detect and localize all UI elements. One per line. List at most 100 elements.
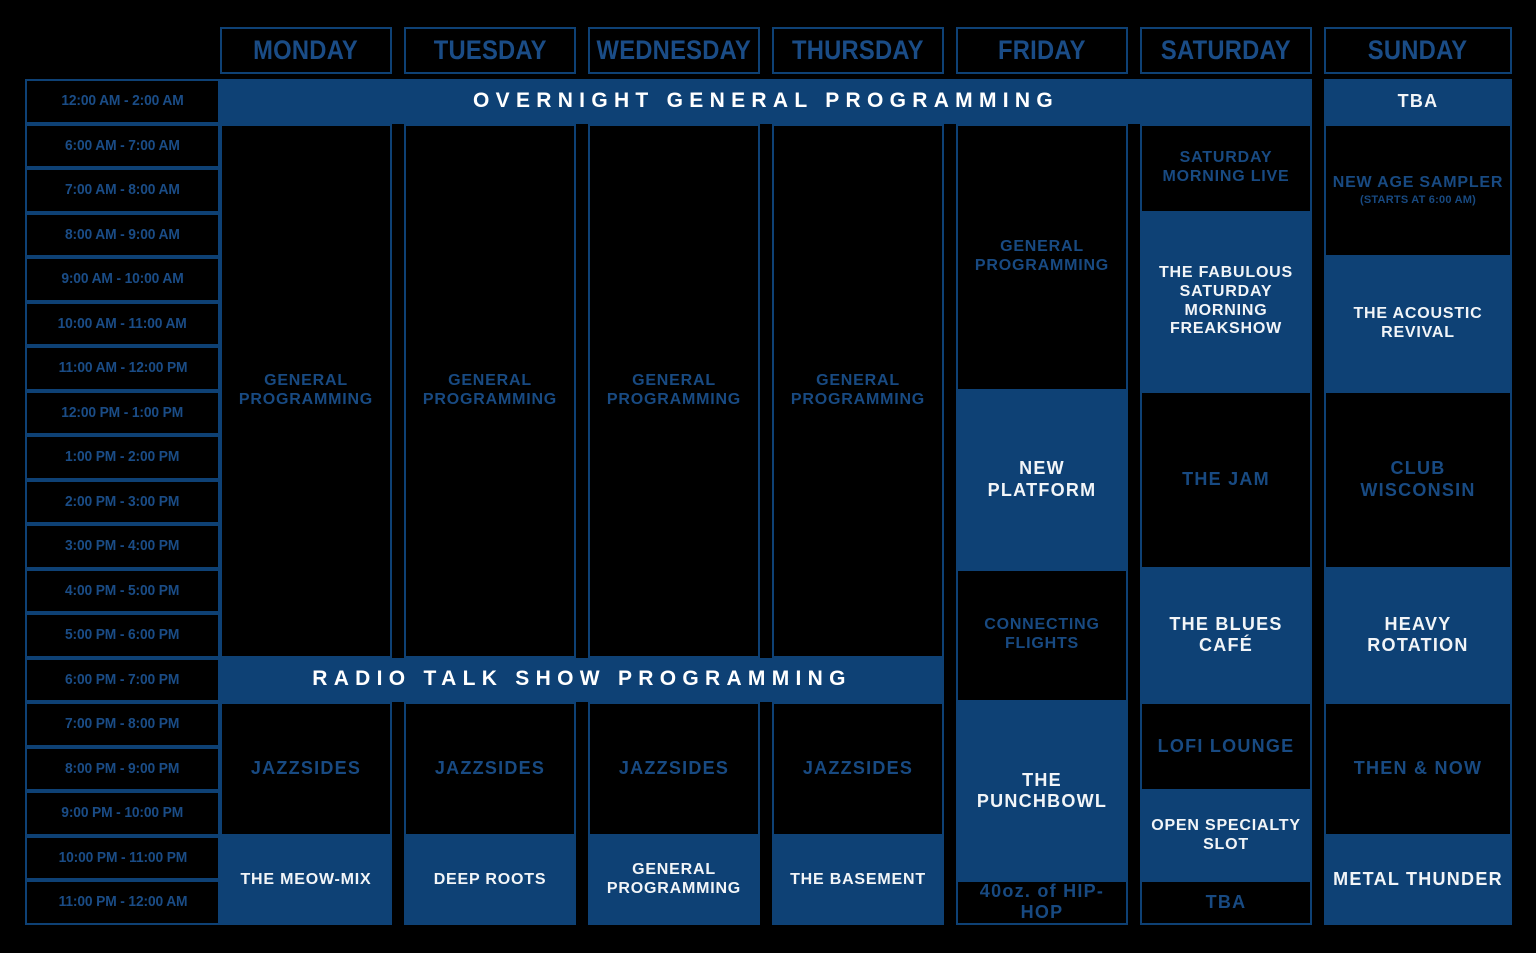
program-text: THE BLUES CAFÉ bbox=[1148, 614, 1304, 656]
program-title: THE PUNCHBOWL bbox=[976, 769, 1108, 811]
day-header-label: SUNDAY bbox=[1368, 34, 1468, 65]
time-slot-0: 12:00 AM - 2:00 AM bbox=[25, 79, 220, 124]
time-slot-label: 7:00 AM - 8:00 AM bbox=[65, 181, 180, 199]
day-header-label: WEDNESDAY bbox=[596, 34, 752, 65]
program-text: CONNECTING FLIGHTS bbox=[964, 616, 1120, 654]
program-title: GENERAL PROGRAMMING bbox=[790, 371, 926, 408]
program-title: THE BLUES CAFÉ bbox=[1169, 614, 1283, 656]
program-text: JAZZSIDES bbox=[251, 758, 361, 779]
program-title: JAZZSIDES bbox=[434, 758, 546, 779]
time-slot-17: 10:00 PM - 11:00 PM bbox=[25, 835, 220, 880]
time-slot-2: 7:00 AM - 8:00 AM bbox=[25, 168, 220, 213]
time-slot-3: 8:00 AM - 9:00 AM bbox=[25, 212, 220, 257]
program-title: METAL THUNDER bbox=[1333, 869, 1503, 890]
time-slot-7: 12:00 PM - 1:00 PM bbox=[25, 390, 220, 435]
program-monday-late[interactable]: THE MEOW-MIX bbox=[220, 835, 392, 925]
program-title: GENERAL PROGRAMMING bbox=[422, 371, 558, 408]
program-text: CLUB WISCONSIN bbox=[1332, 458, 1504, 500]
time-slot-label: 8:00 AM - 9:00 AM bbox=[65, 225, 180, 243]
program-friday-general[interactable]: GENERAL PROGRAMMING bbox=[956, 123, 1128, 391]
program-text: THEN & NOW bbox=[1354, 758, 1483, 779]
program-friday-punchbowl[interactable]: THE PUNCHBOWL bbox=[956, 702, 1128, 880]
time-slot-13: 6:00 PM - 7:00 PM bbox=[25, 657, 220, 702]
program-thursday-jazzsides[interactable]: JAZZSIDES bbox=[772, 702, 944, 836]
program-monday-jazzsides[interactable]: JAZZSIDES bbox=[220, 702, 392, 836]
time-slot-label: 3:00 PM - 4:00 PM bbox=[65, 537, 180, 555]
time-slot-label: 2:00 PM - 3:00 PM bbox=[65, 492, 180, 510]
program-title: THE JAM bbox=[1182, 468, 1270, 489]
program-text: OPEN SPECIALTY SLOT bbox=[1148, 817, 1304, 855]
time-slot-label: 10:00 AM - 11:00 AM bbox=[57, 314, 188, 332]
banner-talk-show[interactable]: RADIO TALK SHOW PROGRAMMING bbox=[220, 657, 944, 702]
program-title: GENERAL PROGRAMMING bbox=[974, 238, 1110, 274]
program-text: NEW AGE SAMPLER(STARTS AT 6:00 AM) bbox=[1333, 174, 1504, 207]
program-title: HEAVY ROTATION bbox=[1367, 614, 1469, 656]
program-title: 40oz. of HIP-HOP bbox=[979, 881, 1105, 923]
program-title: CONNECTING FLIGHTS bbox=[984, 616, 1100, 653]
program-title: NEW AGE SAMPLER bbox=[1332, 173, 1504, 191]
time-slot-label: 1:00 PM - 2:00 PM bbox=[65, 448, 180, 466]
program-title: THE ACOUSTIC REVIVAL bbox=[1353, 304, 1483, 341]
program-title: LOFI LOUNGE bbox=[1157, 735, 1295, 756]
program-saturday-open-specialty[interactable]: OPEN SPECIALTY SLOT bbox=[1140, 791, 1312, 880]
program-tuesday-jazzsides[interactable]: JAZZSIDES bbox=[404, 702, 576, 836]
program-thursday-morning[interactable]: GENERAL PROGRAMMING bbox=[772, 123, 944, 658]
day-header-friday: FRIDAY bbox=[956, 27, 1128, 74]
time-slot-6: 11:00 AM - 12:00 PM bbox=[25, 346, 220, 391]
time-slot-label: 12:00 PM - 1:00 PM bbox=[61, 403, 184, 421]
program-text: GENERAL PROGRAMMING bbox=[228, 372, 384, 410]
program-text: METAL THUNDER bbox=[1333, 869, 1503, 890]
program-saturday-freakshow[interactable]: THE FABULOUS SATURDAY MORNING FREAKSHOW bbox=[1140, 212, 1312, 391]
program-text: THE ACOUSTIC REVIVAL bbox=[1332, 305, 1504, 343]
program-sunday-acoustic-revival[interactable]: THE ACOUSTIC REVIVAL bbox=[1324, 257, 1512, 391]
banner-label: OVERNIGHT GENERAL PROGRAMMING bbox=[473, 88, 1059, 112]
time-slot-12: 5:00 PM - 6:00 PM bbox=[25, 613, 220, 658]
program-text: SATURDAY MORNING LIVE bbox=[1148, 149, 1304, 187]
program-friday-connecting-flights[interactable]: CONNECTING FLIGHTS bbox=[956, 568, 1128, 702]
program-title: TBA bbox=[1205, 891, 1247, 912]
program-text: JAZZSIDES bbox=[803, 758, 913, 779]
time-slot-18: 11:00 PM - 12:00 AM bbox=[25, 880, 220, 925]
program-title: THE FABULOUS SATURDAY MORNING FREAKSHOW bbox=[1158, 263, 1294, 338]
program-title: GENERAL PROGRAMMING bbox=[606, 371, 742, 408]
program-text: THE FABULOUS SATURDAY MORNING FREAKSHOW bbox=[1148, 264, 1304, 340]
program-text: THE MEOW-MIX bbox=[240, 871, 371, 890]
program-sunday-then-and-now[interactable]: THEN & NOW bbox=[1324, 702, 1512, 836]
program-sunday-new-age-sampler[interactable]: NEW AGE SAMPLER(STARTS AT 6:00 AM) bbox=[1324, 123, 1512, 257]
program-saturday-blues-cafe[interactable]: THE BLUES CAFÉ bbox=[1140, 568, 1312, 702]
program-thursday-late[interactable]: THE BASEMENT bbox=[772, 835, 944, 925]
program-title: NEW PLATFORM bbox=[987, 458, 1097, 500]
program-sunday-metal-thunder[interactable]: METAL THUNDER bbox=[1324, 835, 1512, 925]
program-saturday-tba[interactable]: TBA bbox=[1140, 880, 1312, 925]
time-slot-16: 9:00 PM - 10:00 PM bbox=[25, 791, 220, 836]
program-sunday-club-wisconsin[interactable]: CLUB WISCONSIN bbox=[1324, 390, 1512, 569]
program-friday-new-platform[interactable]: NEW PLATFORM bbox=[956, 390, 1128, 569]
time-slot-8: 1:00 PM - 2:00 PM bbox=[25, 435, 220, 480]
program-tuesday-morning[interactable]: GENERAL PROGRAMMING bbox=[404, 123, 576, 658]
day-header-label: SATURDAY bbox=[1161, 34, 1291, 65]
program-sunday-tba[interactable]: TBA bbox=[1324, 79, 1512, 124]
day-header-label: TUESDAY bbox=[433, 34, 547, 65]
program-friday-40oz-hip-hop[interactable]: 40oz. of HIP-HOP bbox=[956, 880, 1128, 925]
program-text: 40oz. of HIP-HOP bbox=[964, 881, 1120, 923]
program-wednesday-jazzsides[interactable]: JAZZSIDES bbox=[588, 702, 760, 836]
program-saturday-the-jam[interactable]: THE JAM bbox=[1140, 390, 1312, 569]
program-text: JAZZSIDES bbox=[619, 758, 729, 779]
program-saturday-morning-live[interactable]: SATURDAY MORNING LIVE bbox=[1140, 123, 1312, 213]
program-wednesday-morning[interactable]: GENERAL PROGRAMMING bbox=[588, 123, 760, 658]
program-monday-morning[interactable]: GENERAL PROGRAMMING bbox=[220, 123, 392, 658]
banner-overnight[interactable]: OVERNIGHT GENERAL PROGRAMMING bbox=[220, 79, 1312, 124]
time-slot-label: 9:00 AM - 10:00 AM bbox=[61, 270, 184, 288]
program-tuesday-late[interactable]: DEEP ROOTS bbox=[404, 835, 576, 925]
program-saturday-lofi-lounge[interactable]: LOFI LOUNGE bbox=[1140, 702, 1312, 791]
program-text: GENERAL PROGRAMMING bbox=[780, 372, 936, 410]
program-title: GENERAL PROGRAMMING bbox=[238, 371, 374, 408]
program-sunday-heavy-rotation[interactable]: HEAVY ROTATION bbox=[1324, 568, 1512, 702]
time-slot-10: 3:00 PM - 4:00 PM bbox=[25, 524, 220, 569]
time-slot-1: 6:00 AM - 7:00 AM bbox=[25, 123, 220, 168]
banner-label: RADIO TALK SHOW PROGRAMMING bbox=[312, 667, 852, 691]
program-wednesday-late[interactable]: GENERAL PROGRAMMING bbox=[588, 835, 760, 925]
day-header-tuesday: TUESDAY bbox=[404, 27, 576, 74]
day-header-thursday: THURSDAY bbox=[772, 27, 944, 74]
